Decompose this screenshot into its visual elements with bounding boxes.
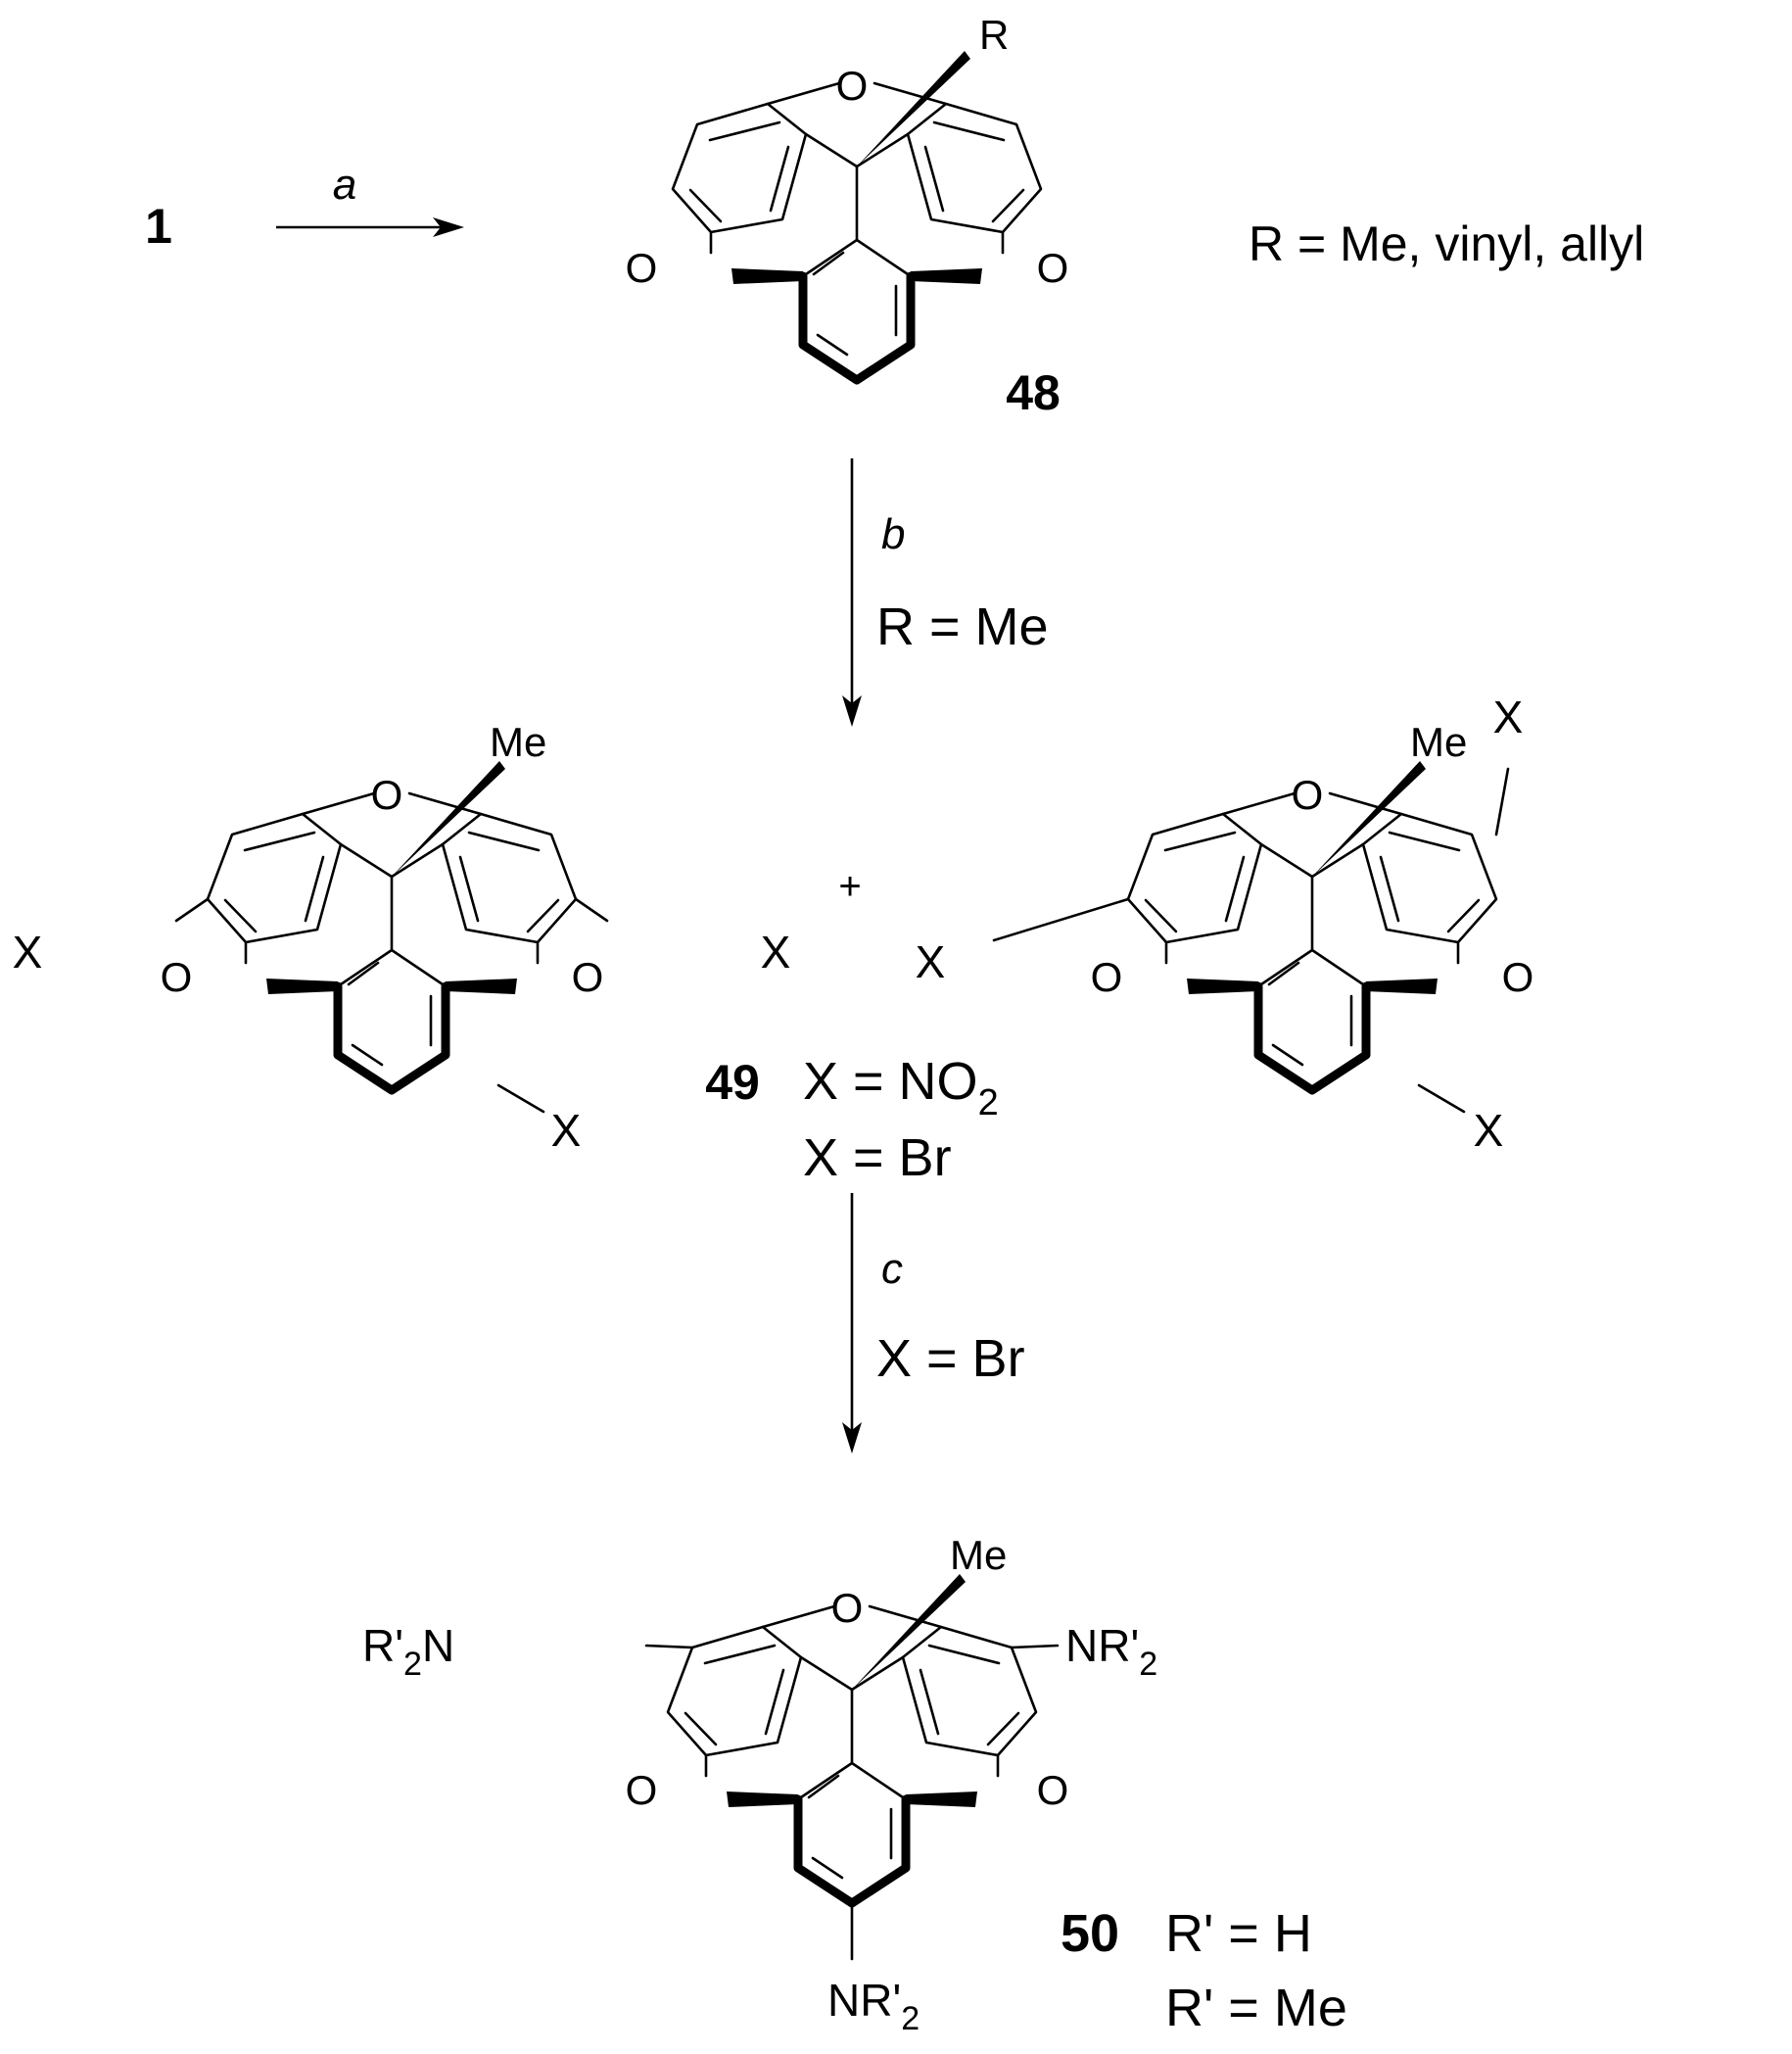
amine-right-subscript: 2 [1139, 1646, 1157, 1683]
nitro-prefix: X = NO [803, 1052, 978, 1111]
compound-49b-x-top: X [1493, 692, 1524, 742]
amine-right-prefix: NR' [1065, 1620, 1139, 1671]
amine-bottom-prefix: NR' [827, 1975, 901, 2026]
compound-48-o-right: O [1037, 245, 1069, 291]
step-c-label: c [881, 1245, 903, 1293]
compound-48-condition: R = Me, vinyl, allyl [1249, 216, 1644, 271]
compound-49a-o-right: O [572, 954, 604, 1000]
step-a-label: a [333, 161, 356, 209]
compound-50-condition-h: R' = H [1165, 1904, 1312, 1963]
compound-49a-o-left: O [161, 954, 193, 1000]
amine-left-subscript: 2 [403, 1646, 422, 1683]
compound-50-condition-me: R' = Me [1165, 1979, 1347, 2037]
step-c-arrow [842, 1193, 862, 1454]
compound-50-amine-bottom: NR'2 [827, 1975, 920, 2037]
amine-left-suffix: N [422, 1620, 454, 1671]
compound-50-amine-left: R'2N [362, 1620, 454, 1683]
compound-49a-methyl: Me [490, 719, 546, 765]
compound-50-o-top: O [831, 1585, 864, 1631]
amine-left-prefix: R' [362, 1620, 403, 1671]
compound-49b-methyl: Me [1410, 719, 1467, 765]
compound-49b-x-left: X [916, 936, 946, 987]
step-c-condition: X = Br [876, 1329, 1025, 1388]
compound-49-condition-nitro: X = NO2 [803, 1052, 999, 1123]
compound-49a-o-top: O [371, 772, 403, 818]
compound-49b-o-left: O [1091, 954, 1123, 1000]
compound-49a-x-right: X [761, 927, 791, 978]
nitro-subscript: 2 [978, 1082, 999, 1123]
compound-49b-structure [992, 761, 1510, 1114]
compound-48-o-left: O [626, 245, 658, 291]
compound-49a-x-bottom: X [551, 1105, 582, 1156]
compound-49a-structure [174, 761, 609, 1114]
compound-49-label: 49 [705, 1055, 760, 1110]
step-b-condition: R = Me [876, 597, 1049, 656]
compound-49a-x-left: X [13, 927, 43, 978]
compound-50-methyl: Me [950, 1532, 1007, 1578]
compound-50-structure [644, 1574, 1060, 1961]
compound-49b-o-top: O [1292, 772, 1324, 818]
plus-sign: + [838, 865, 861, 908]
compound-50-amine-right: NR'2 [1065, 1620, 1157, 1683]
compound-1-label: 1 [145, 199, 172, 254]
step-b-arrow [842, 458, 862, 727]
compound-50-label: 50 [1061, 1904, 1119, 1963]
step-b-label: b [881, 510, 905, 558]
compound-48-r-label: R [979, 12, 1009, 58]
amine-bottom-subscript: 2 [901, 2000, 920, 2037]
compound-50-o-left: O [626, 1767, 658, 1813]
compound-48-o-top: O [836, 63, 869, 109]
compound-49b-x-bottom: X [1474, 1105, 1504, 1156]
compound-49b-o-right: O [1502, 954, 1534, 1000]
compound-50-o-right: O [1037, 1767, 1069, 1813]
step-a-arrow [276, 217, 464, 237]
compound-49-condition-bromo: X = Br [803, 1128, 952, 1187]
compound-48-label: 48 [1006, 365, 1061, 420]
